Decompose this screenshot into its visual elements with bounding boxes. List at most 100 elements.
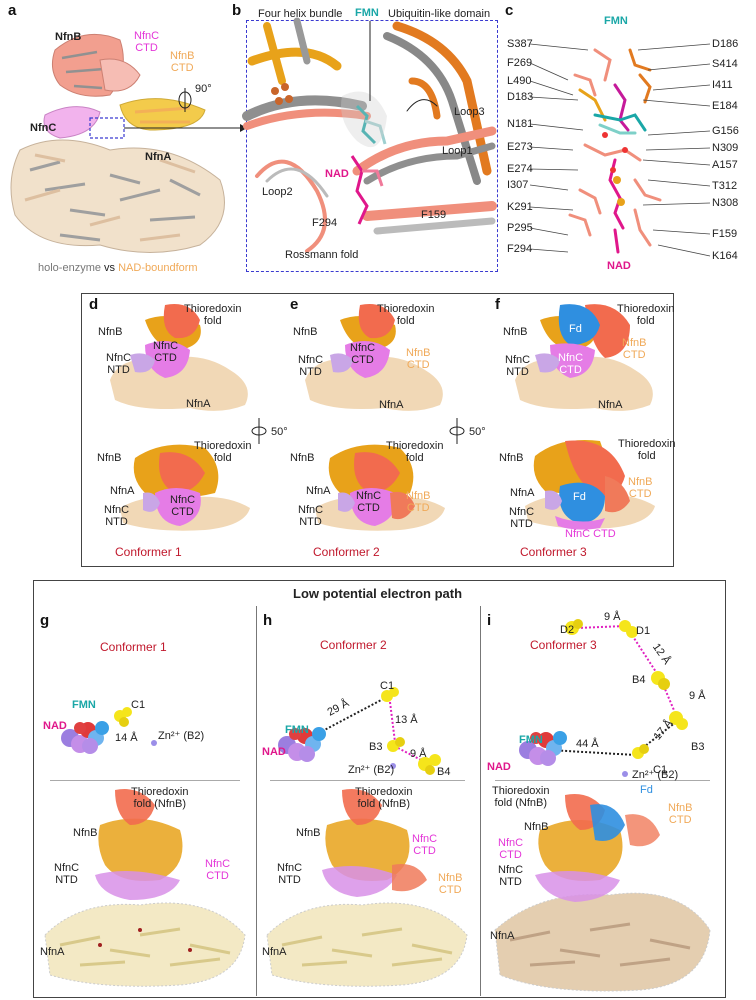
g-conformer-label: Conformer 1	[100, 640, 167, 654]
f-top-nfnb-ctd: NfnB CTD	[622, 337, 646, 361]
i-thio-label: Thioredoxin fold (NfnB)	[492, 785, 549, 809]
ghi-title: Low potential electron path	[293, 588, 462, 600]
e-bottom-nfnb: NfnB	[290, 452, 314, 464]
d-bottom-nfnc-ntd: NfnC NTD	[104, 504, 129, 528]
panel-d-letter: d	[89, 296, 98, 313]
h-thio-label: Thioredoxin fold (NfnB)	[355, 786, 412, 810]
g-fmn-nad-spheres	[61, 721, 109, 754]
h-dist-13: 13 Å	[395, 714, 418, 726]
f-rotation-label: 50°	[469, 426, 486, 438]
h-c1-label: C1	[380, 680, 394, 692]
i-fmn-label: FMN	[519, 734, 543, 746]
f-bottom-nfnc-ntd: NfnC NTD	[509, 506, 534, 530]
f-top-nfna: NfnA	[598, 399, 622, 411]
i-dist-9a: 9 Å	[604, 611, 621, 623]
i-dist-44: 44 Å	[576, 738, 599, 750]
d-top-thio: Thioredoxin fold	[184, 303, 241, 327]
e-bottom-thio: Thioredoxin fold	[386, 440, 443, 464]
f-bottom-nfnb-ctd: NfnB CTD	[628, 476, 652, 500]
g-c1-cluster	[114, 707, 132, 727]
i-path-d2-d1	[577, 626, 625, 628]
e-bottom-nfnb-ctd: NfnB CTD	[406, 490, 430, 514]
e-top-nfnb: NfnB	[293, 326, 317, 338]
f-top-fd: Fd	[569, 323, 582, 335]
i-nfnb-ctd-label: NfnB CTD	[668, 802, 692, 826]
panel-a-structure	[0, 0, 240, 280]
b-four-helix-label: Four helix bundle	[258, 8, 342, 20]
panel-g-letter: g	[40, 612, 49, 629]
f-bottom-nfnb: NfnB	[499, 452, 523, 464]
f-bottom-nfna: NfnA	[510, 487, 534, 499]
i-zn-label: Zn²⁺ (B2)	[632, 769, 678, 781]
h-nfnb-ctd-label: NfnB CTD	[438, 872, 462, 896]
h-zn-label: Zn²⁺ (B2)	[348, 764, 394, 776]
d-top-nfnc-ntd: NfnC NTD	[106, 352, 131, 376]
f-top-thio: Thioredoxin fold	[617, 303, 674, 327]
f-bottom-nfnc-ctd: NfnC CTD	[565, 528, 616, 540]
b-loop2-label: Loop2	[262, 186, 293, 198]
i-zn-atom	[622, 771, 628, 777]
a-nfnb-label: NfnB	[55, 31, 81, 43]
i-nfna-label: NfnA	[490, 930, 514, 942]
i-path-c1-nad	[550, 750, 635, 755]
e-top-nfnc-ctd: NfnC CTD	[350, 342, 375, 366]
c-res-i307: I307	[507, 179, 528, 191]
panel-b-letter: b	[232, 2, 241, 19]
c-leader-lines	[528, 30, 718, 260]
g-nfnb-label: NfnB	[73, 827, 97, 839]
b-f159-label: F159	[421, 209, 446, 221]
e-top-nfnb-ctd: NfnB CTD	[406, 347, 430, 371]
b-f294-label: F294	[312, 217, 337, 229]
b-rossmann-label: Rossmann fold	[285, 249, 358, 261]
ghi-divider-1	[256, 606, 257, 996]
panel-f-letter: f	[495, 296, 500, 313]
i-d2-label: D2	[560, 624, 574, 636]
a-rotation-label: 90°	[195, 83, 212, 95]
b-loop3-label: Loop3	[454, 106, 485, 118]
d-bottom-nfnc-ctd: NfnC CTD	[170, 494, 195, 518]
f-conformer-label: Conformer 3	[520, 545, 587, 559]
g-nfnc-ctd-label: NfnC CTD	[205, 858, 230, 882]
panel-h-letter: h	[263, 612, 272, 629]
i-dist-9b: 9 Å	[689, 690, 706, 702]
i-nfnc-ntd-label: NfnC NTD	[498, 864, 523, 888]
a-nfna-label: NfnA	[145, 151, 171, 163]
a-nfnc-label: NfnC	[30, 122, 56, 134]
a-legend-nad: NAD-boundform	[118, 262, 197, 274]
h-b3-label: B3	[369, 741, 382, 753]
h-path-nad-c1	[315, 698, 385, 735]
h-nfnc-ntd-label: NfnC NTD	[277, 862, 302, 886]
i-c1-cluster	[632, 744, 649, 759]
e-conformer-label: Conformer 2	[313, 545, 380, 559]
a-nfnc-ctd-label: NfnC CTD	[134, 30, 159, 54]
f-bottom-fd: Fd	[573, 491, 586, 503]
g-zn-label: Zn²⁺ (B2)	[158, 730, 204, 742]
h-dist-9: 9 Å	[410, 748, 427, 760]
g-structure	[40, 785, 250, 990]
e-top-nfnc-ntd: NfnC NTD	[298, 354, 323, 378]
i-d1-label: D1	[636, 625, 650, 637]
h-nad-label: NAD	[262, 746, 286, 758]
i-nfnb-label: NfnB	[524, 821, 548, 833]
h-nfnc-ctd-label: NfnC CTD	[412, 833, 437, 857]
g-c1-label: C1	[131, 699, 145, 711]
h-nfna-label: NfnA	[262, 946, 286, 958]
g-thio-label: Thioredoxin fold (NfnB)	[131, 786, 188, 810]
a-legend-vs: vs	[104, 262, 115, 274]
g-zn-atom	[151, 740, 157, 746]
i-b4-label: B4	[632, 674, 645, 686]
i-b3-label: B3	[691, 741, 704, 753]
g-fmn-label: FMN	[72, 699, 96, 711]
g-dist-label: 14 Å	[115, 732, 138, 744]
d-bottom-nfnb: NfnB	[97, 452, 121, 464]
a-legend-holo: holo-enzyme	[38, 262, 101, 274]
a-nfnb-ctd-label: NfnB CTD	[170, 50, 194, 74]
h-conformer-label: Conformer 2	[320, 638, 387, 652]
e-bottom-nfnc-ctd: NfnC CTD	[356, 490, 381, 514]
e-rotation-icon	[249, 418, 269, 444]
h-b4-label: B4	[437, 766, 450, 778]
d-top-nfna: NfnA	[186, 398, 210, 410]
h-fmn-label: FMN	[285, 724, 309, 736]
e-top-thio: Thioredoxin fold	[377, 303, 434, 327]
b-loop1-label: Loop1	[442, 145, 473, 157]
